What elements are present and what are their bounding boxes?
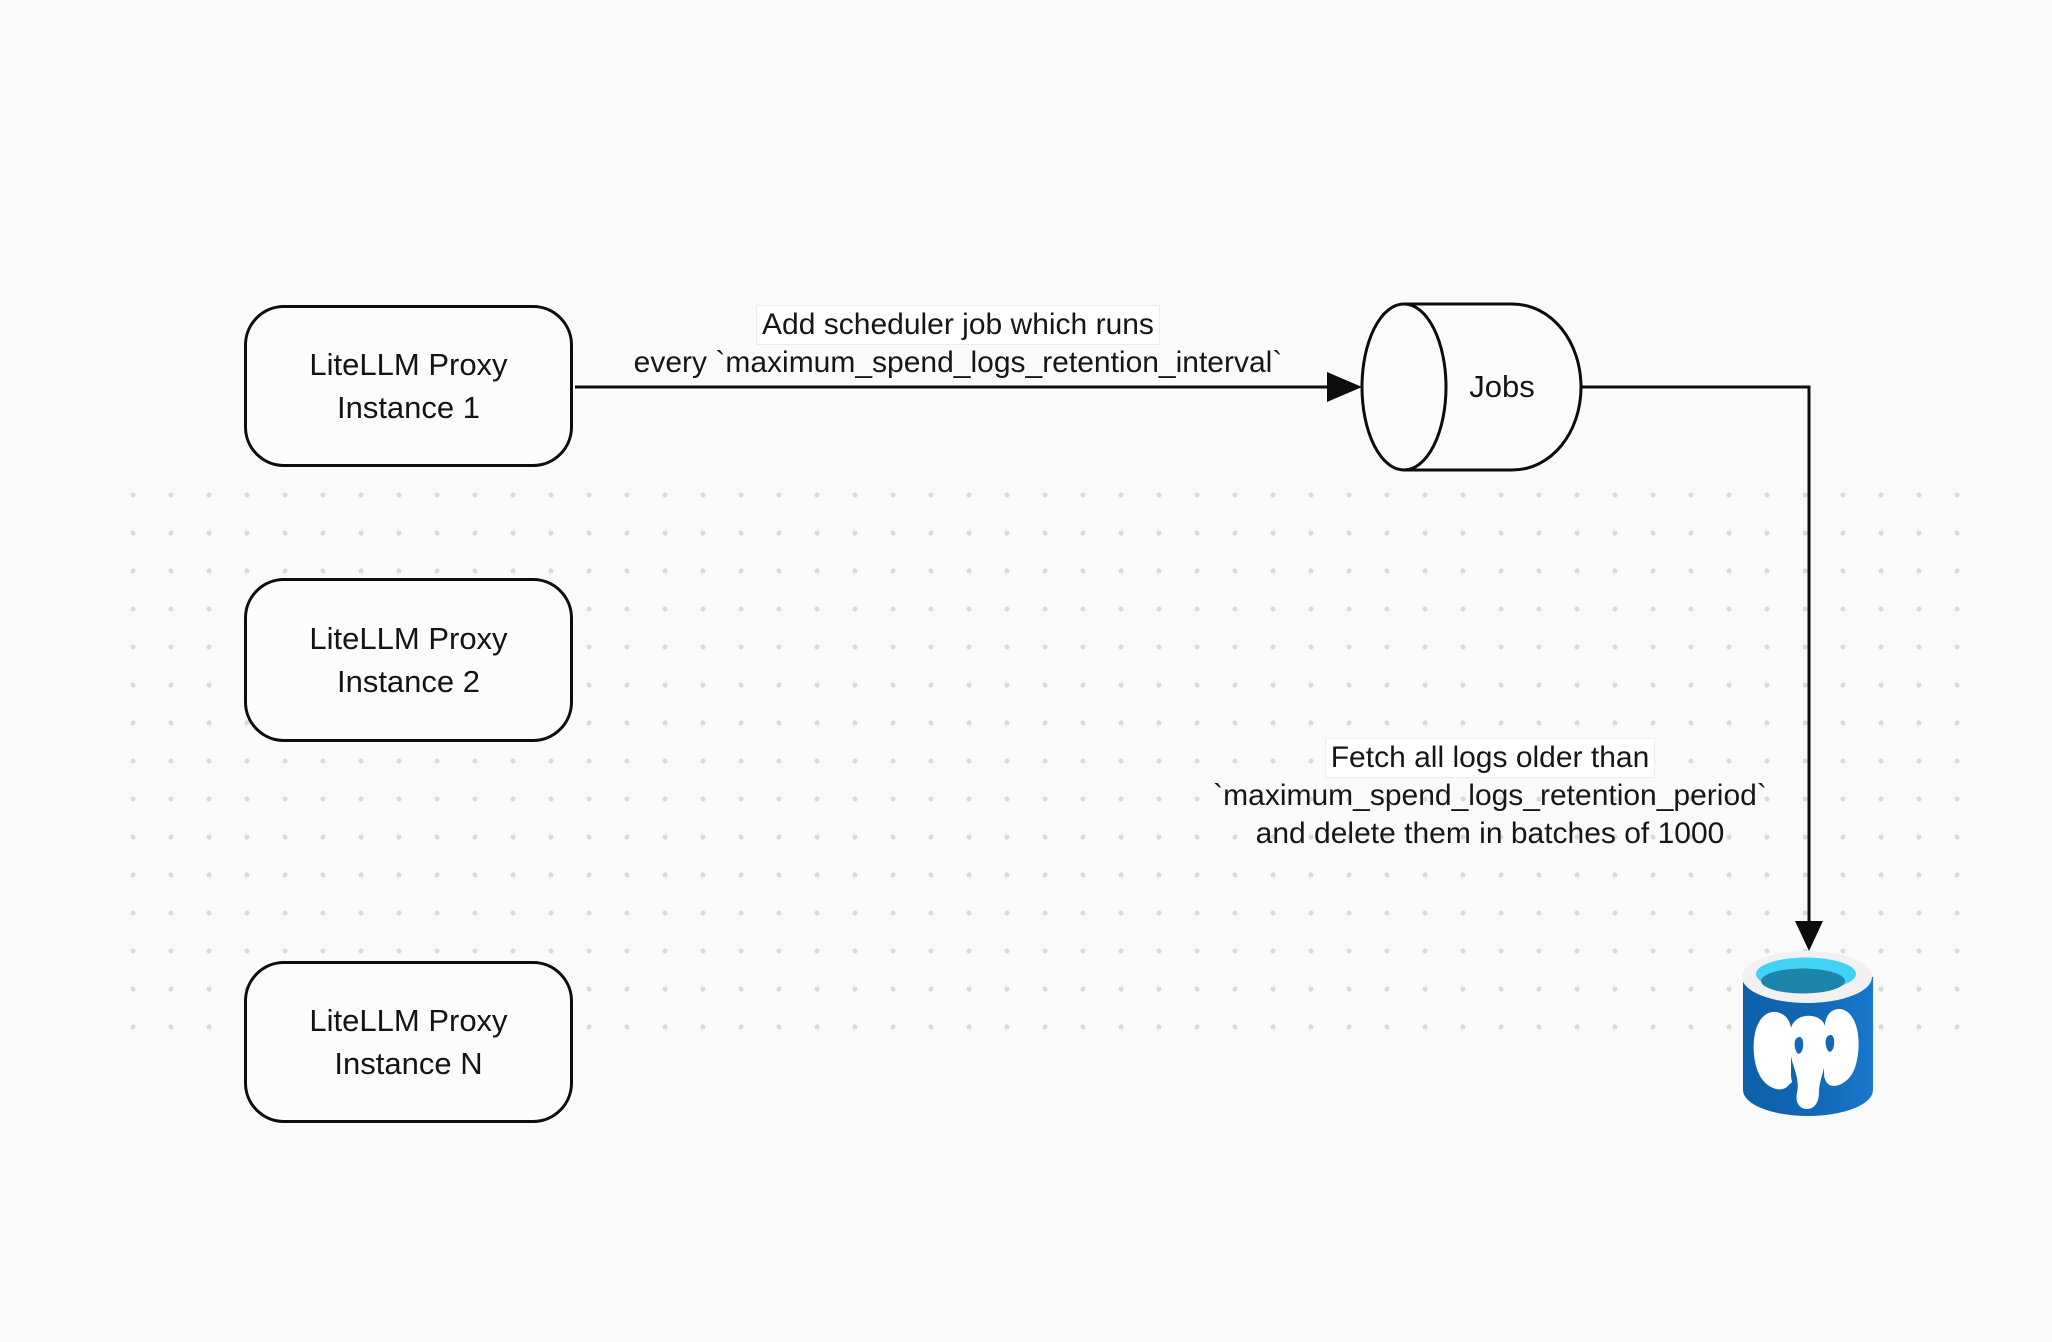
node-label-line1: LiteLLM Proxy bbox=[309, 1003, 508, 1038]
node-label-line1: LiteLLM Proxy bbox=[309, 621, 508, 656]
edge-label-fetch-line1-text: Fetch all logs older than bbox=[1325, 739, 1655, 777]
node-label-line2: Instance 2 bbox=[336, 664, 481, 699]
edge-label-fetch-line2: `maximum_spend_logs_retention_period` bbox=[1213, 779, 1767, 812]
node-label-line2: Instance N bbox=[334, 1046, 483, 1081]
edge-label-fetch: Fetch all logs older than `maximum_spend… bbox=[1140, 739, 1840, 853]
edge-label-fetch-line3: and delete them in batches of 1000 bbox=[1255, 817, 1725, 850]
postgresql-database-icon bbox=[1742, 951, 1873, 1116]
node-label-line1: LiteLLM Proxy bbox=[309, 347, 508, 382]
fetch-arrowhead-icon bbox=[1795, 921, 1823, 951]
node-label-line2: Instance 1 bbox=[336, 390, 481, 425]
fetch-connector-line bbox=[1580, 385, 1811, 926]
node-litellm-proxy-instance-1: LiteLLM Proxy Instance 1 bbox=[244, 305, 573, 467]
edge-label-fetch-line1: Fetch all logs older than bbox=[1140, 739, 1840, 777]
elephant-eyes bbox=[1794, 1035, 1835, 1054]
jobs-label-text: Jobs bbox=[1469, 369, 1535, 404]
edge-label-scheduler-line1-text: Add scheduler job which runs bbox=[757, 306, 1159, 344]
edge-label-scheduler-line1: Add scheduler job which runs bbox=[558, 306, 1358, 344]
jobs-cylinder-cap bbox=[1360, 302, 1448, 472]
postgres-top-teal bbox=[1761, 968, 1845, 994]
jobs-cylinder bbox=[1360, 302, 1583, 472]
dot-grid-background bbox=[114, 476, 1976, 1048]
node-litellm-proxy-instance-n: LiteLLM Proxy Instance N bbox=[244, 961, 573, 1123]
jobs-cylinder-body bbox=[1402, 302, 1583, 472]
node-litellm-proxy-instance-2: LiteLLM Proxy Instance 2 bbox=[244, 578, 573, 742]
scheduler-arrowhead-icon bbox=[1327, 372, 1362, 402]
edge-label-scheduler-line2: every `maximum_spend_logs_retention_inte… bbox=[633, 346, 1283, 379]
edge-label-scheduler: Add scheduler job which runs every `maxi… bbox=[558, 306, 1358, 382]
jobs-node-label: Jobs bbox=[1436, 304, 1568, 470]
